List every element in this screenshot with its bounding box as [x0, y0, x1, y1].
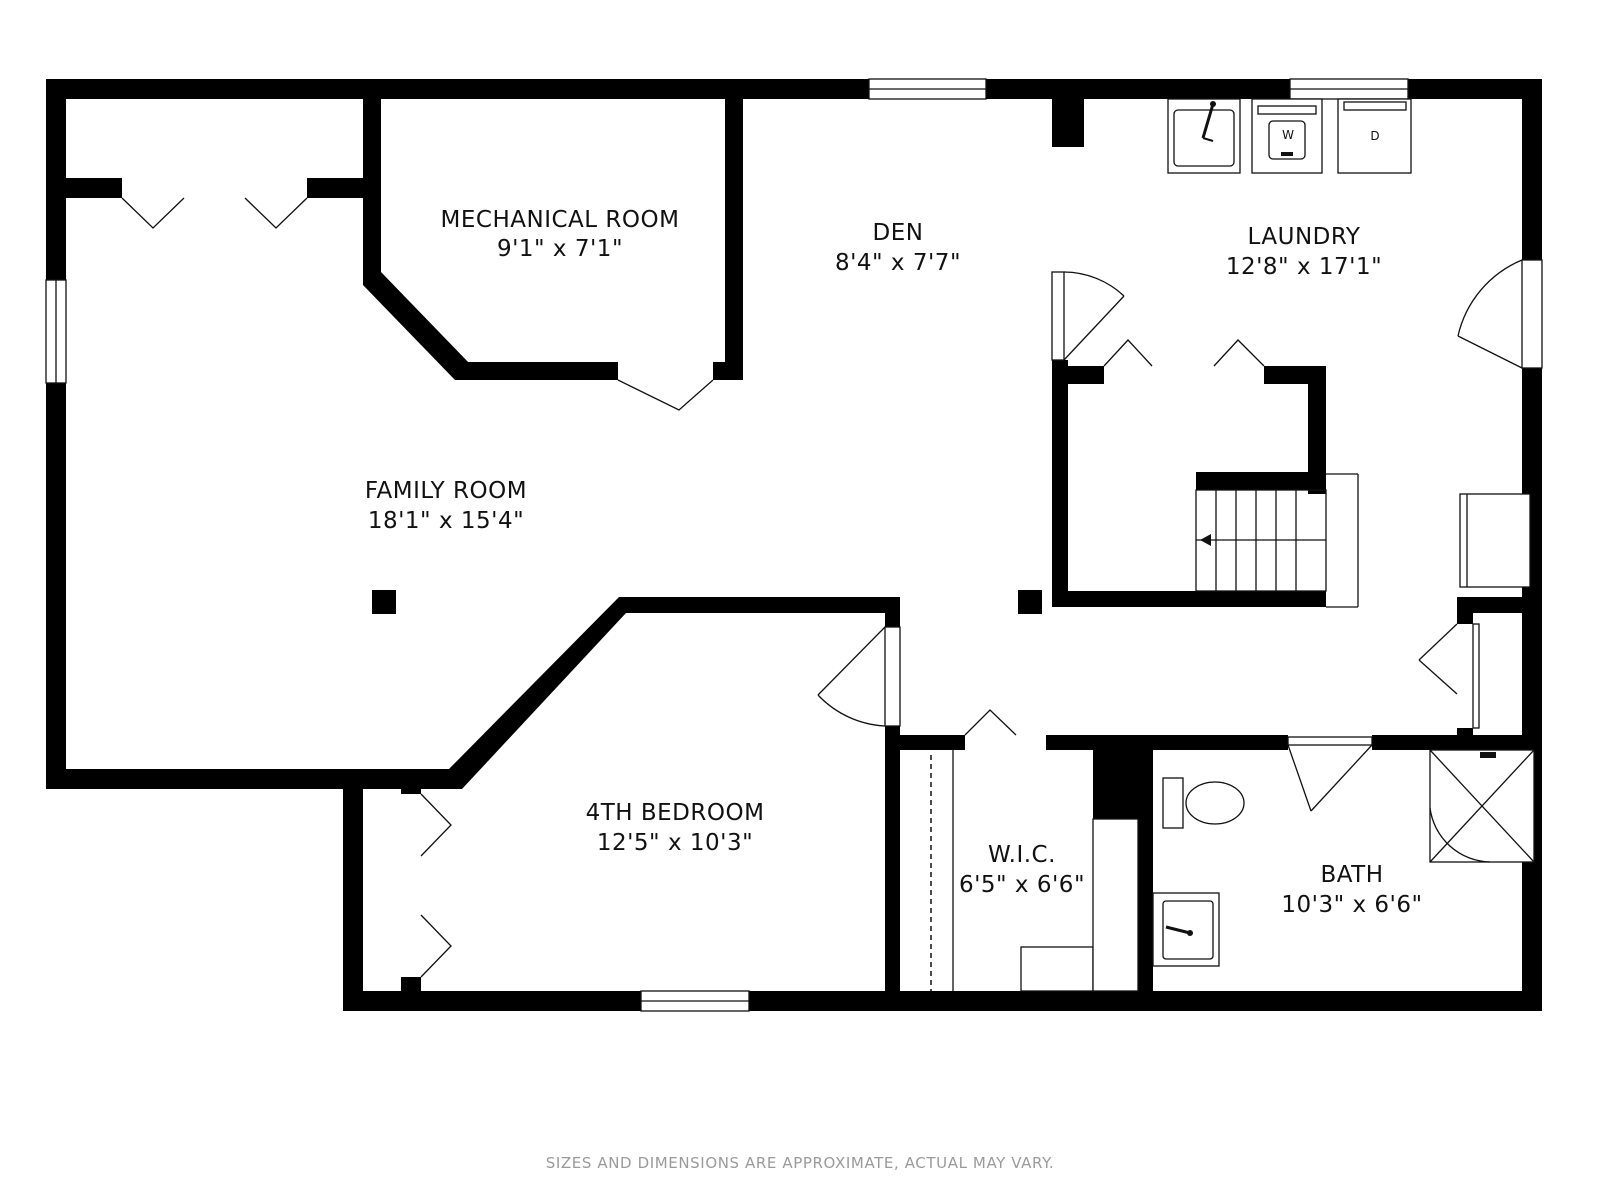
laundry-sink-icon	[1167, 98, 1241, 174]
column	[1018, 590, 1042, 614]
washer-label: W	[1282, 128, 1294, 142]
room-dims-bedroom4: 12'5" x 10'3"	[597, 830, 753, 856]
wic-shelving	[930, 750, 1139, 992]
room-name-family: FAMILY ROOM	[365, 478, 527, 504]
room-dims-mechanical: 9'1" x 7'1"	[497, 236, 623, 262]
room-name-wic: W.I.C.	[988, 842, 1056, 868]
room-name-den: DEN	[873, 220, 924, 246]
doors	[121, 197, 1523, 978]
room-labels: MECHANICAL ROOM 9'1" x 7'1" DEN 8'4" x 7…	[365, 207, 1422, 918]
room-dims-den: 8'4" x 7'7"	[835, 250, 961, 276]
laundry-side-opening	[1521, 259, 1543, 369]
room-name-bath: BATH	[1320, 862, 1383, 888]
washer-icon: W	[1251, 98, 1323, 174]
dryer-label: D	[1370, 129, 1379, 143]
room-dims-wic: 6'5" x 6'6"	[959, 872, 1085, 898]
stair-arrow-icon	[1200, 534, 1211, 546]
shower-icon	[1429, 749, 1535, 863]
column	[372, 590, 396, 614]
dryer-icon: D	[1337, 98, 1412, 174]
room-name-mechanical: MECHANICAL ROOM	[441, 207, 680, 233]
utility-cabinet	[1459, 493, 1531, 588]
stairs	[1195, 473, 1359, 608]
fixtures: W D	[372, 98, 1535, 992]
disclaimer-text: SIZES AND DIMENSIONS ARE APPROXIMATE, AC…	[546, 1154, 1054, 1172]
toilet-icon	[1162, 777, 1245, 829]
bath-sink-icon	[1152, 892, 1220, 967]
room-name-bedroom4: 4TH BEDROOM	[586, 800, 765, 826]
room-dims-family: 18'1" x 15'4"	[368, 508, 524, 534]
room-dims-laundry: 12'8" x 17'1"	[1226, 254, 1382, 280]
room-name-laundry: LAUNDRY	[1248, 224, 1361, 250]
walls	[46, 79, 1542, 1011]
windows	[45, 78, 1543, 1012]
room-dims-bath: 10'3" x 6'6"	[1281, 892, 1422, 918]
